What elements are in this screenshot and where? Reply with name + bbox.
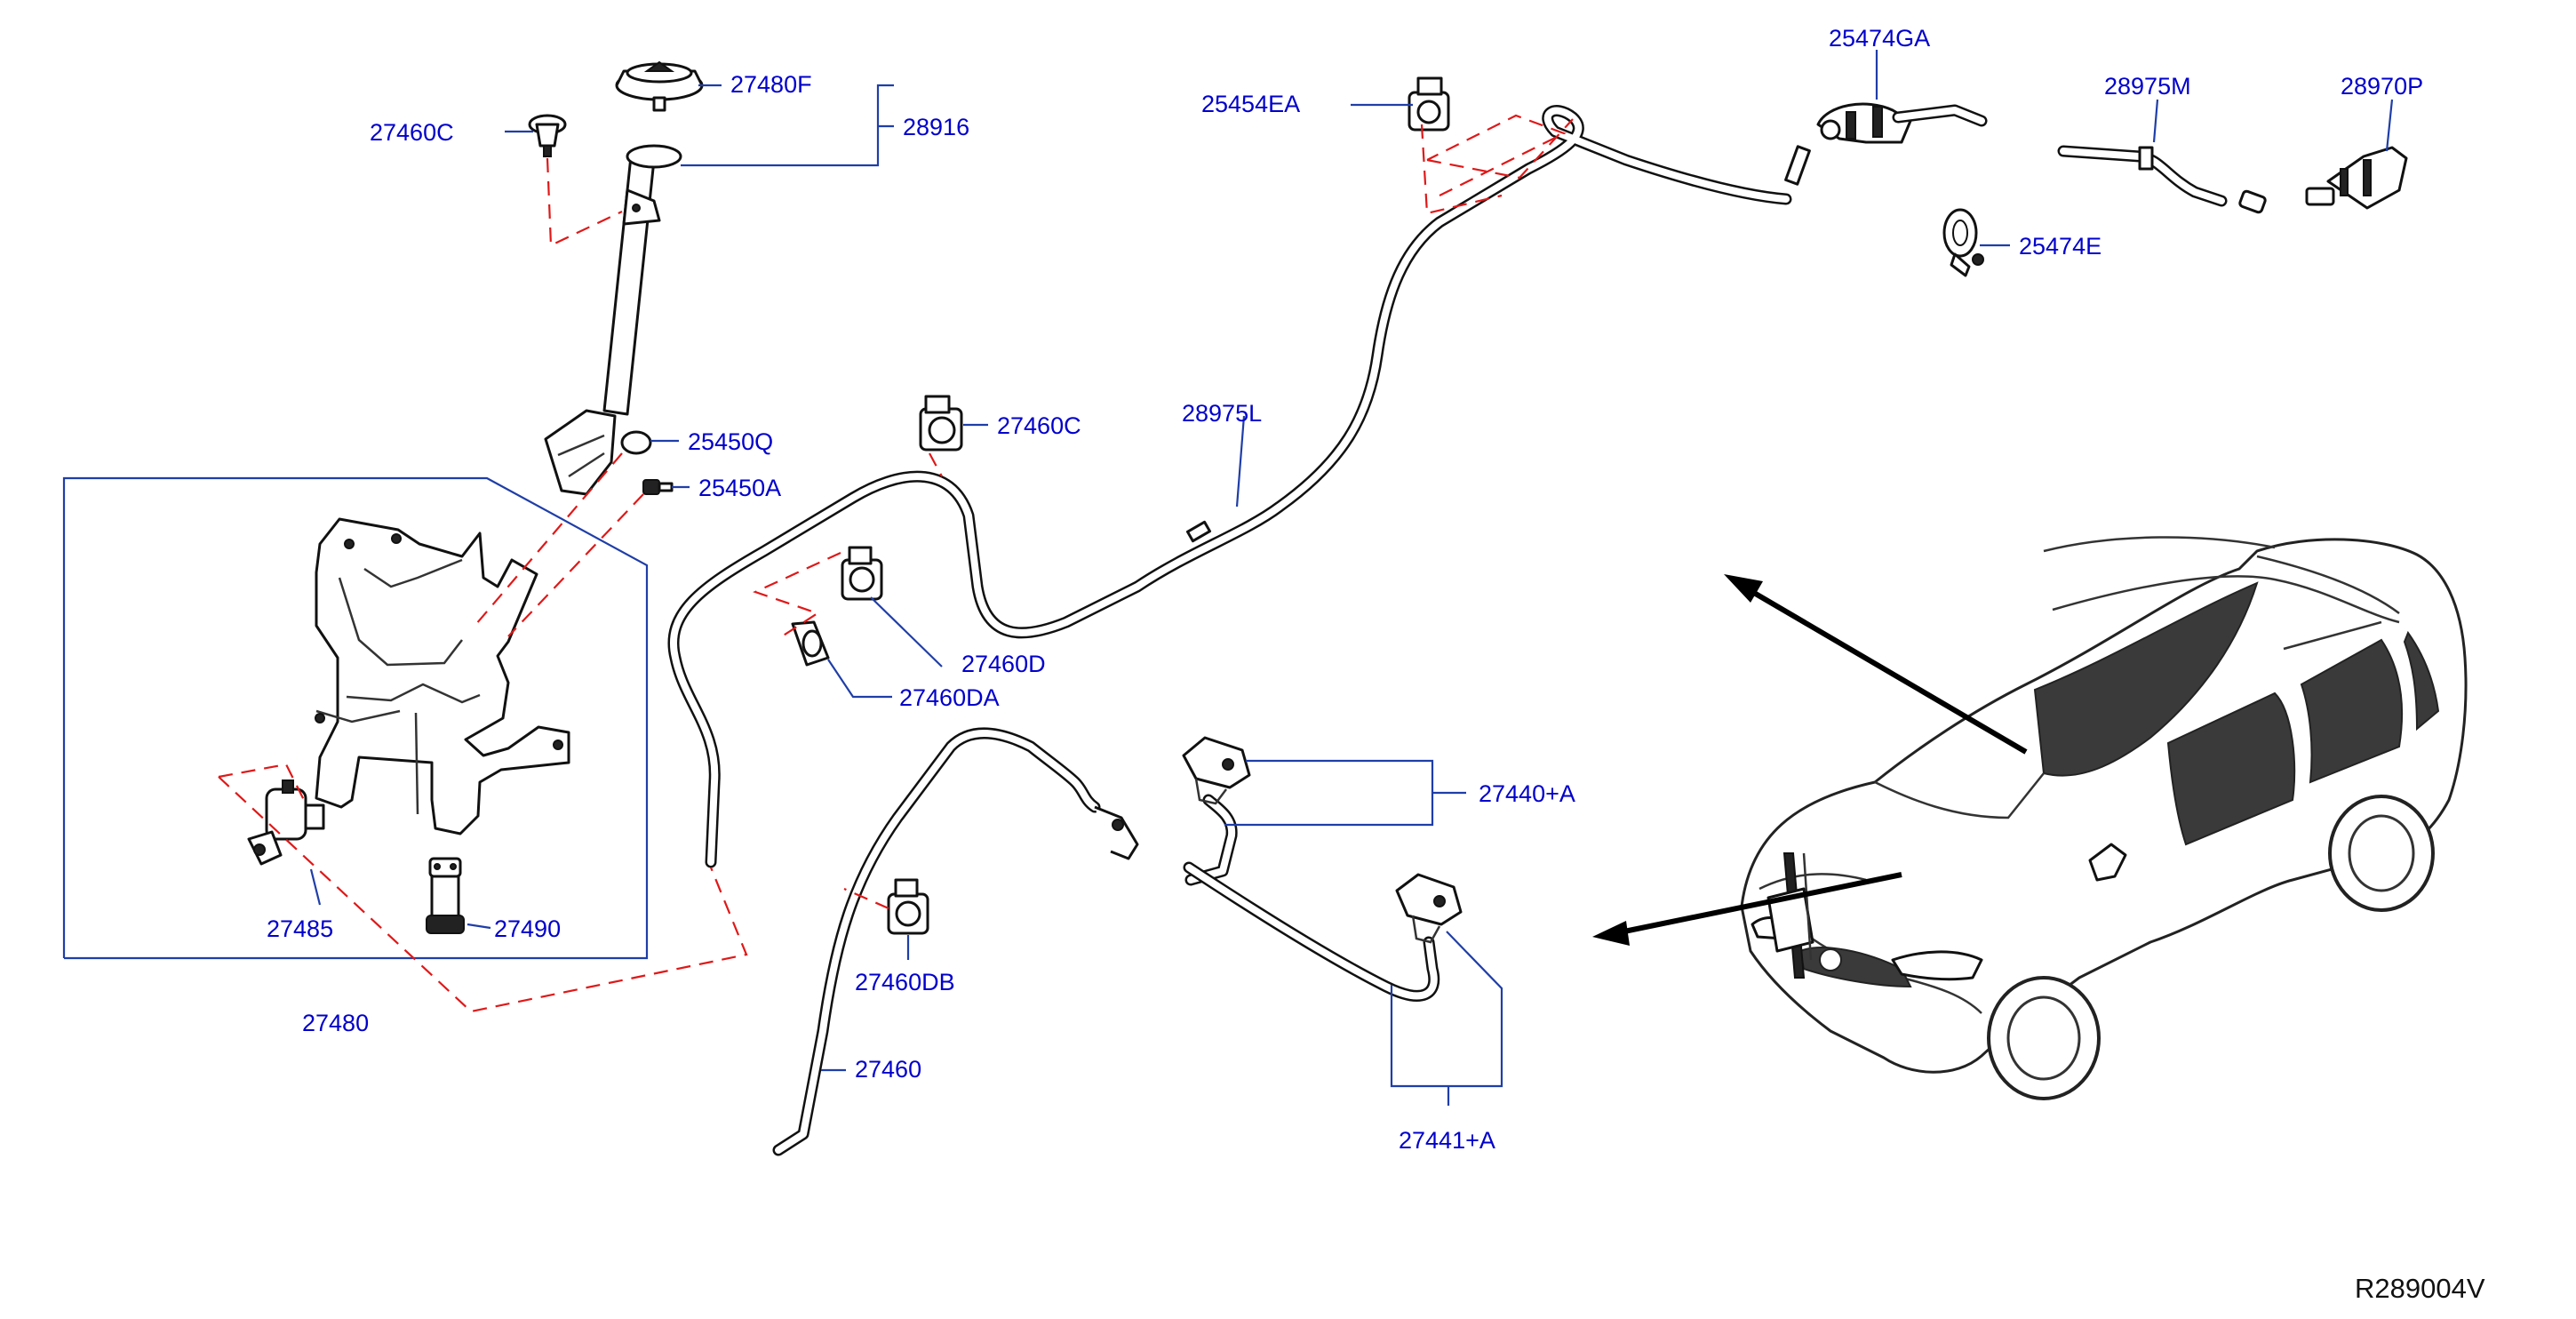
filler-cap-27480F [615,60,704,112]
hose-28975L [667,105,1811,868]
hose-27460 [772,727,1101,1156]
connector-28970P [2305,146,2408,210]
diagram-reference-code: R289004V [2355,1273,2485,1304]
label-25450Q: 25450Q [688,428,773,455]
clip-27460DA [791,620,830,667]
label-28970P: 28970P [2341,73,2423,100]
o-ring-25450Q [620,430,652,455]
reservoir-group [62,476,649,960]
label-27460: 27460 [855,1056,921,1083]
label-25474E: 25474E [2019,233,2101,260]
washer-tank-27480 [315,517,570,835]
label-27485: 27485 [267,915,333,942]
arrows [1592,574,2028,946]
vehicle-illustration [1740,536,2468,1100]
label-27490: 27490 [494,915,561,942]
washer-pump-27485 [247,779,325,866]
label-28916: 28916 [903,114,969,140]
label-27440A: 27440+A [1479,780,1575,807]
label-25450A: 25450A [698,475,781,501]
clip-25454EA [1408,76,1450,132]
nozzle-27440 [1182,736,1251,805]
leader-lines [505,50,2394,1106]
label-27460C-top: 27460C [370,119,454,146]
check-valve-25474GA [1816,102,1988,144]
label-25454EA: 25454EA [1201,91,1300,117]
clip-27460D [841,546,883,601]
filler-neck-28916 [544,144,682,496]
label-27460D: 27460D [961,651,1046,677]
screw-25450A [642,479,674,495]
clip-27460C-top [528,114,567,157]
label-27480F: 27480F [730,71,812,98]
label-27480: 27480 [302,1010,369,1036]
nozzle-27441 [1395,873,1463,944]
label-27460C-mid: 27460C [997,412,1081,439]
label-27441A: 27441+A [1399,1127,1495,1154]
label-27460DA: 27460DA [899,684,1000,711]
label-25474GA: 25474GA [1829,25,1930,52]
label-27460DB: 27460DB [855,969,955,995]
label-28975M: 28975M [2104,73,2191,100]
hose-nozzle-27441 [1183,861,1440,1002]
hose-28975M [2057,145,2267,214]
clip-27460DB [887,878,929,935]
clamp-25474E [1942,208,1984,277]
joint-27460-upper [1094,805,1139,860]
dashed-guides [218,114,1574,1013]
grommet-27490 [426,857,465,934]
reservoir-group-frame [62,476,649,960]
clip-27460C-mid [919,395,963,452]
label-28975L: 28975L [1182,400,1262,427]
